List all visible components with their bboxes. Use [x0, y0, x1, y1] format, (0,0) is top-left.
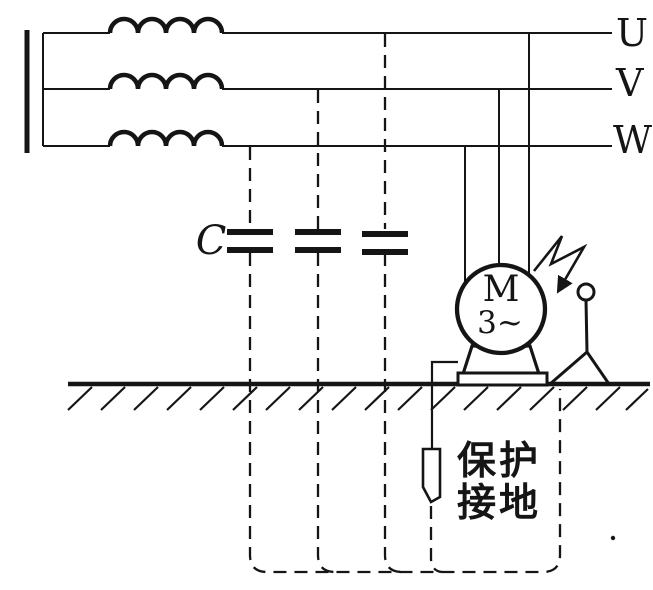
lightning-fault-arrow-icon	[532, 235, 588, 294]
phase-line-w	[43, 129, 612, 147]
person-body	[584, 299, 589, 353]
protective-earth-conductor	[421, 360, 458, 504]
motor-body	[454, 262, 548, 356]
phase-label-u: U	[616, 11, 648, 55]
fault-current-loop	[248, 253, 562, 574]
earthing-label: 保护 接地	[457, 439, 541, 526]
phase-label-v: V	[615, 61, 644, 105]
ground-hatching	[67, 386, 649, 411]
dashed-capacitance-paths	[248, 34, 562, 574]
earth-electrode-icon	[421, 447, 442, 504]
capacitor-icon	[227, 229, 273, 253]
cap-lead-lower-3	[383, 253, 403, 574]
person-figure	[549, 282, 611, 386]
person-leg-right	[585, 351, 611, 385]
phase-line-u	[43, 16, 612, 34]
earthing-label-line2: 接地	[457, 481, 541, 526]
capacitance-label: C	[196, 218, 227, 264]
motor-supply-wires	[464, 33, 530, 288]
motor-symbol-text: M	[483, 269, 520, 310]
capacitor-icon	[362, 231, 408, 255]
electrode-dashed-tail	[429, 506, 443, 574]
cap-lead-lower-2	[316, 253, 336, 574]
motor: M 3~	[454, 262, 549, 387]
inductor-coil-icon	[107, 129, 225, 147]
motor-base-plate	[456, 371, 549, 387]
inductor-coil-icon	[107, 72, 225, 90]
person-leg-left	[549, 350, 588, 386]
phase-lines	[43, 16, 612, 147]
earthing-label-line1: 保护	[457, 439, 541, 484]
phase-label-w: W	[613, 118, 652, 162]
source-busbar	[24, 30, 44, 153]
print-dot	[610, 535, 616, 541]
person-head	[576, 282, 596, 302]
capacitors	[227, 229, 408, 255]
phase-line-v	[43, 72, 612, 90]
motor-phase-text: 3~	[477, 305, 523, 341]
capacitor-icon	[295, 229, 341, 253]
inductor-coil-icon	[107, 16, 225, 34]
